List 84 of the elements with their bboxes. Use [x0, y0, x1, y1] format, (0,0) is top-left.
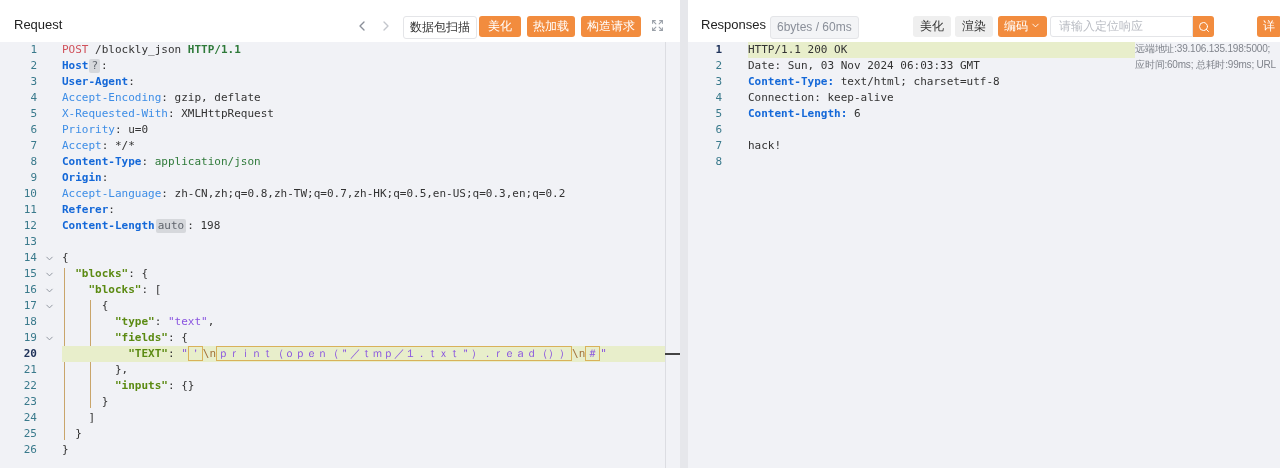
- auto-tag: auto: [155, 219, 187, 233]
- panel-title: Request: [14, 17, 63, 32]
- request-panel: [0, 0, 680, 468]
- code-text: :: [101, 58, 108, 74]
- line-number: 7: [715, 138, 722, 154]
- line-number: 3: [30, 74, 37, 90]
- code-line: Accept-Language: zh-CN,zh;q=0.8,zh-TW;q=0.7,zh-HK;q=0.5,en-US;q=0.3,en;q=0.2: [62, 186, 566, 202]
- line-number: 23: [23, 394, 37, 410]
- line-number: 18: [23, 314, 37, 330]
- line-number: 1: [715, 42, 722, 58]
- scan-button: 数据包扫描: [403, 16, 477, 39]
- build-request-button: 构造请求: [581, 16, 641, 37]
- line-number: 26: [23, 442, 37, 458]
- code-line: Content-Type: application/json: [62, 154, 261, 170]
- line-number: 24: [23, 410, 37, 426]
- line-number: 6: [30, 122, 37, 138]
- line-number: 8: [30, 154, 37, 170]
- beautify-button: 美化: [913, 16, 951, 37]
- line-number: 14: [23, 250, 37, 266]
- line-number: 3: [715, 74, 722, 90]
- code-line: HTTP/1.1 200 OK: [748, 42, 848, 58]
- size-time-badge: 6bytes / 60ms: [770, 16, 859, 39]
- line-number: 15: [23, 266, 37, 282]
- code-line: }: [75, 426, 82, 442]
- code-line: {: [101, 298, 109, 314]
- code-line: User-Agent:: [62, 74, 135, 90]
- line-number: 16: [23, 282, 37, 298]
- line-number: 5: [715, 106, 722, 122]
- response-panel: [688, 0, 1280, 468]
- code-line: "blocks": {: [75, 266, 149, 282]
- line-number: 12: [23, 218, 37, 234]
- line-number: 4: [30, 90, 37, 106]
- line-number: 6: [715, 122, 722, 138]
- code-line: Referer:: [62, 202, 115, 218]
- code-line: "inputs": {}: [114, 378, 195, 394]
- line-number: 22: [23, 378, 37, 394]
- help-badge: ?: [89, 59, 101, 73]
- header-key: Content-Length: [62, 218, 155, 234]
- code-line: }: [62, 442, 69, 458]
- line-number: 5: [30, 106, 37, 122]
- code-line: ]: [88, 410, 96, 426]
- hot-reload-button: 热加载: [527, 16, 575, 37]
- line-number: 4: [715, 90, 722, 106]
- code-line: Accept-Encoding: gzip, deflate: [62, 90, 261, 106]
- remote-address-text: 远端地址:39.106.135.198:5000;: [1135, 42, 1271, 56]
- code-line: }: [101, 394, 109, 410]
- line-number: 8: [715, 154, 722, 170]
- code-line: Accept: */*: [62, 138, 135, 154]
- line-number: 7: [30, 138, 37, 154]
- code-line: Origin:: [62, 170, 109, 186]
- line-number: 10: [23, 186, 37, 202]
- encoding-dropdown: 编码: [998, 16, 1047, 37]
- line-number: 21: [23, 362, 37, 378]
- line-number: 1: [30, 42, 37, 58]
- line-number: 2: [30, 58, 37, 74]
- code-line: Content-Length: 6: [748, 106, 861, 122]
- code-line: Date: Sun, 03 Nov 2024 06:03:33 GMT: [748, 58, 980, 74]
- panel-title: Responses: [701, 17, 767, 32]
- code-line: POST /blockly_json HTTP/1.1: [62, 42, 241, 58]
- code-line: },: [114, 362, 129, 378]
- line-number: 17: [23, 298, 37, 314]
- line-number: 13: [23, 234, 37, 250]
- code-text: : 198: [187, 218, 221, 234]
- line-number: 11: [23, 202, 37, 218]
- code-line: Content-Type: text/html; charset=utf-8: [748, 74, 1000, 90]
- code-line: hack!: [748, 138, 782, 154]
- code-line: {: [62, 250, 69, 266]
- detail-button: 详: [1257, 16, 1280, 37]
- line-number: 2: [715, 58, 722, 74]
- header-key: Host: [62, 58, 89, 74]
- code-line: X-Requested-With: XMLHttpRequest: [62, 106, 274, 122]
- code-line: Priority: u=0: [62, 122, 149, 138]
- render-button: 渲染: [955, 16, 993, 37]
- beautify-button: 美化: [479, 16, 521, 37]
- search-field: 请输入定位响应: [1050, 16, 1193, 37]
- line-number: 25: [23, 426, 37, 442]
- line-number: 19: [23, 330, 37, 346]
- code-line: "type": "text",: [114, 314, 215, 330]
- line-number: 9: [30, 170, 37, 186]
- code-line: "fields": {: [114, 330, 188, 346]
- line-number: 20: [23, 346, 37, 362]
- timing-text: 应时间:60ms; 总耗时:99ms; URL: [1135, 58, 1276, 72]
- code-line: Connection: keep-alive: [748, 90, 894, 106]
- code-line: "blocks": [: [88, 282, 162, 298]
